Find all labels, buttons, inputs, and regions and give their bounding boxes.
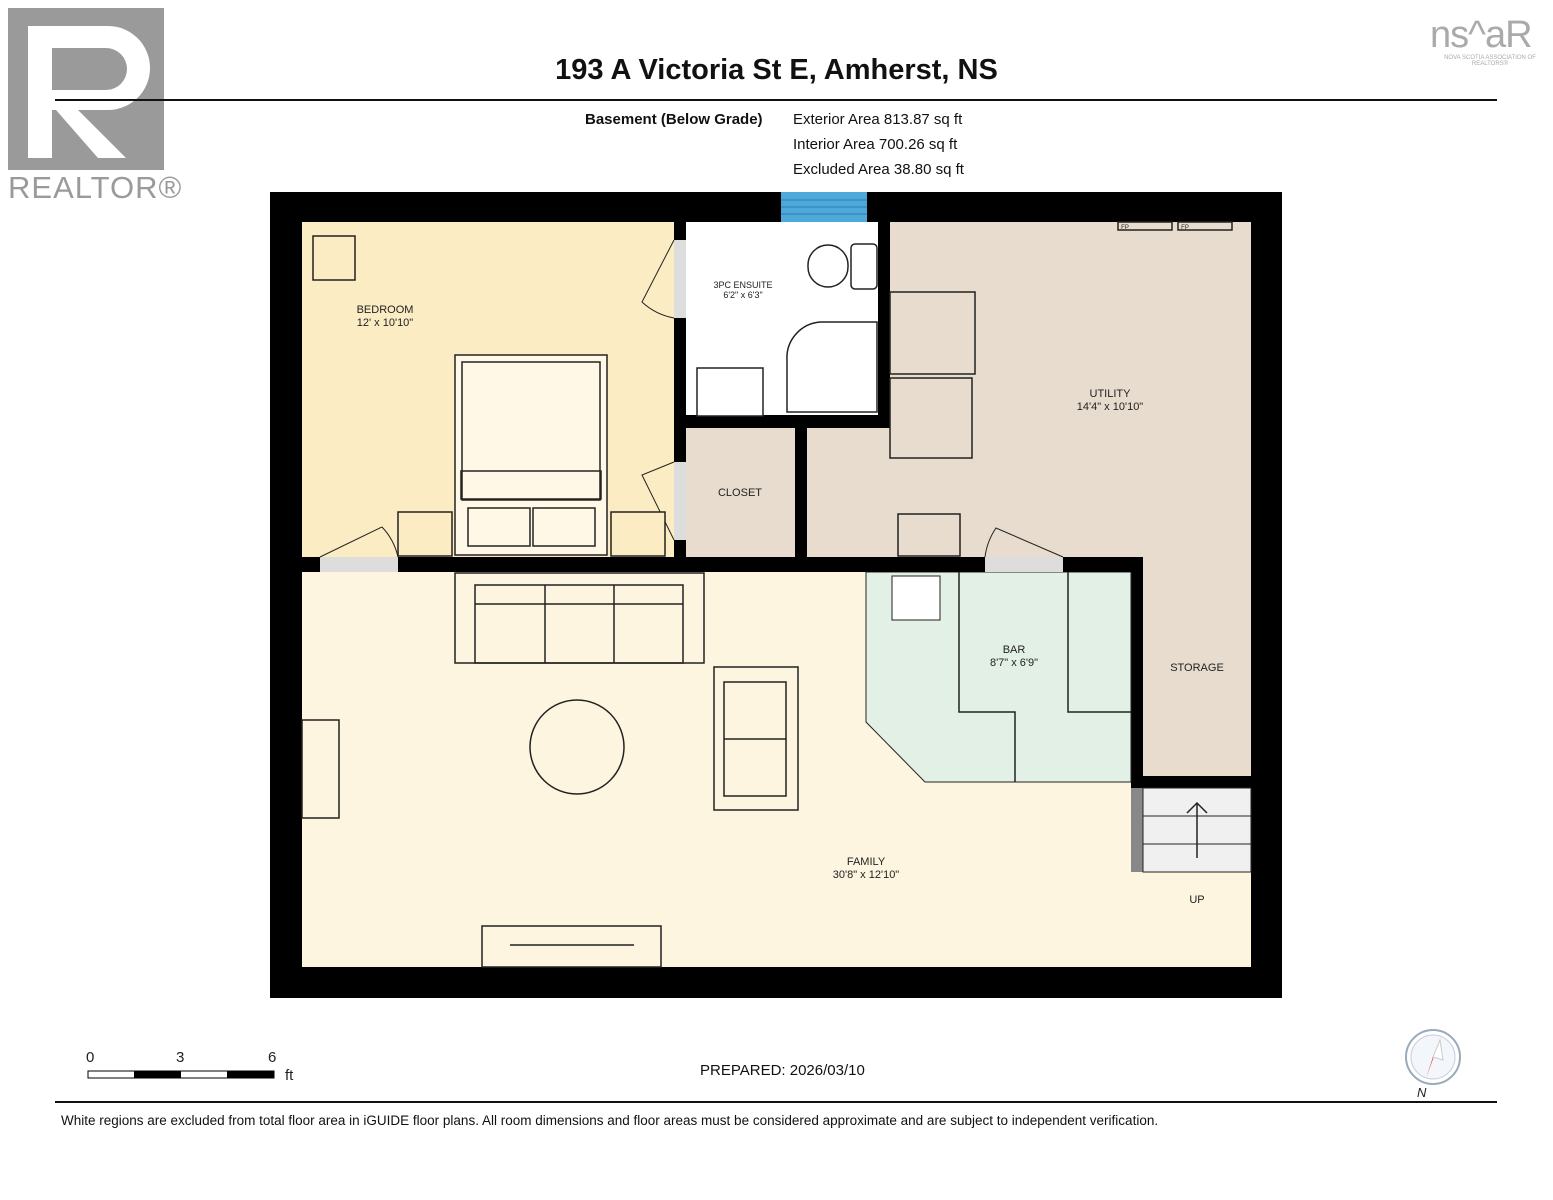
utility-table — [897, 513, 961, 557]
utility-label: UTILITY — [1090, 388, 1132, 400]
ensuite-sink — [696, 367, 764, 417]
scale-tick: 6 — [268, 1049, 276, 1066]
dryer — [889, 377, 973, 459]
toilet — [807, 244, 849, 288]
bar-dims: 8'7" x 6'9" — [990, 657, 1038, 669]
bar-label: BAR — [1003, 644, 1026, 656]
door-utility — [985, 557, 1063, 572]
page-title: 193 A Victoria St E, Amherst, NS — [555, 54, 998, 86]
realtor-logo — [8, 8, 164, 170]
tv-console — [481, 925, 662, 968]
realtor-wordmark: REALTOR® — [8, 170, 183, 205]
family-label: FAMILY — [847, 856, 886, 868]
footer-divider — [55, 1101, 1497, 1103]
ensuite-dims: 6'2" x 6'3" — [723, 290, 762, 300]
family-dims: 30'8" x 12'10" — [833, 869, 900, 881]
fp-label: FP — [1121, 225, 1129, 231]
door-closet — [674, 462, 686, 540]
round-table — [529, 699, 625, 795]
room-closet — [686, 428, 795, 557]
header-divider — [55, 99, 1497, 101]
scale-tick: 0 — [86, 1049, 94, 1066]
nightstand — [610, 511, 666, 557]
prepared-date: PREPARED: 2026/03/10 — [700, 1062, 865, 1079]
ensuite-label: 3PC ENSUITE — [713, 280, 772, 290]
room-storage — [1143, 557, 1251, 776]
utility-dims: 14'4" x 10'10" — [1077, 401, 1144, 413]
bedroom-label: BEDROOM — [357, 304, 414, 316]
stairs — [1131, 787, 1252, 873]
side-cabinet — [301, 719, 340, 819]
scale-unit: ft — [285, 1067, 294, 1084]
scale-tick: 3 — [176, 1049, 184, 1066]
bar-sink — [891, 575, 941, 621]
nsar-subtitle: NOVA SCOTIA ASSOCIATION OF REALTORS® — [1444, 55, 1536, 67]
exterior-area: Exterior Area 813.87 sq ft — [793, 111, 963, 128]
stairs-label: UP — [1189, 894, 1204, 906]
nsar-logo: ns^aR — [1430, 14, 1533, 56]
door-bedroom — [320, 557, 398, 572]
scale-bar: 0 3 6 ft — [86, 1049, 294, 1084]
interior-area: Interior Area 700.26 sq ft — [793, 136, 958, 153]
compass-north-label: N — [1417, 1085, 1427, 1100]
level-name: Basement (Below Grade) — [585, 111, 763, 128]
bedroom-dims: 12' x 10'10" — [357, 317, 414, 329]
bed — [454, 354, 608, 556]
excluded-area: Excluded Area 38.80 sq ft — [793, 161, 964, 178]
nightstand — [397, 511, 453, 557]
fp-label: FP — [1181, 225, 1189, 231]
closet-label: CLOSET — [718, 487, 762, 499]
storage-label: STORAGE — [1170, 662, 1224, 674]
realtor-r-icon — [28, 26, 150, 158]
disclaimer: White regions are excluded from total fl… — [61, 1113, 1159, 1128]
shower — [786, 321, 878, 413]
compass-icon: N — [1405, 1029, 1461, 1100]
door-ensuite — [674, 240, 686, 318]
washer — [889, 291, 976, 375]
sofa — [454, 572, 705, 664]
bedroom-chair — [312, 235, 356, 281]
